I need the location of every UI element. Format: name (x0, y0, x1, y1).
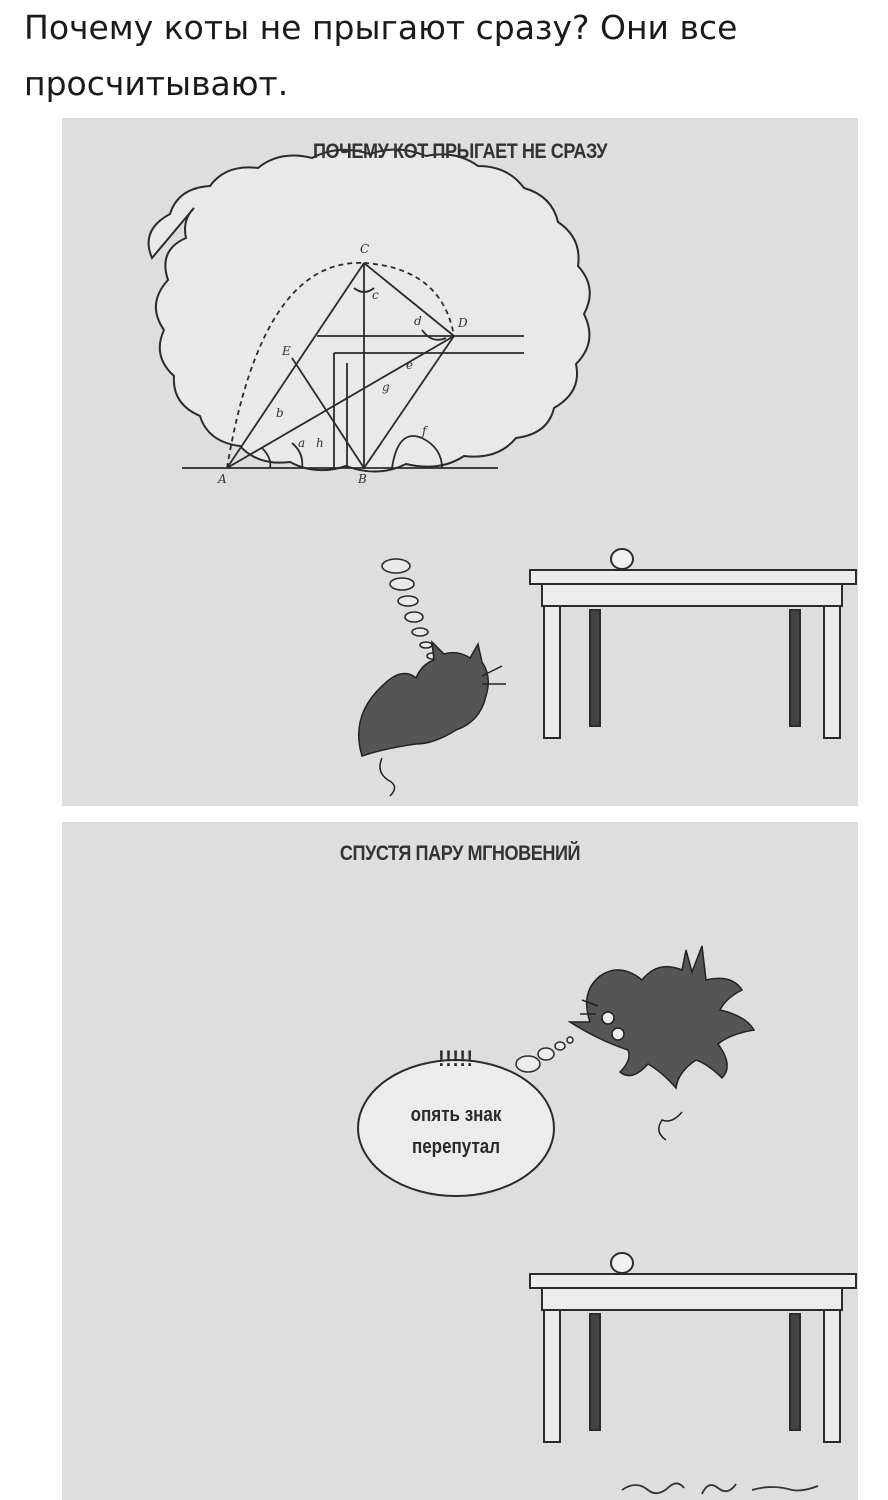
table (529, 1252, 857, 1443)
comic-panel-2: СПУСТЯ ПАРУ МГНОВЕНИЙ !!!!! опять знак п… (62, 822, 858, 1500)
panel-2-heading: СПУСТЯ ПАРУ МГНОВЕНИЙ (339, 842, 581, 865)
geometry-diagram (182, 262, 524, 469)
cat-sitting (358, 639, 506, 797)
geo-label-c-angle: c (372, 288, 379, 302)
table (529, 548, 857, 739)
geo-label-e-angle: e (406, 358, 414, 372)
thought-bubble-oval (357, 1059, 555, 1197)
geo-label-b: B (358, 472, 367, 486)
thought-cloud (147, 148, 591, 473)
post-caption: Почему коты не прыгают сразу? Они все пр… (24, 8, 738, 103)
artist-signature (621, 1482, 819, 1495)
geo-label-h-angle: h (316, 436, 324, 450)
bubble-line-2: перепутал (411, 1136, 501, 1158)
cat-jumping (567, 945, 756, 1141)
geo-label-d: D (458, 316, 468, 330)
bubble-line-1: опять знак (410, 1104, 502, 1126)
panel-1-heading: ПОЧЕМУ КОТ ПРЫГАЕТ НЕ СРАЗУ (312, 140, 608, 163)
geo-label-a-angle: a (298, 436, 306, 450)
geo-label-e: E (282, 344, 291, 358)
comic-panel-1: ПОЧЕМУ КОТ ПРЫГАЕТ НЕ СРАЗУ C D E A B c … (62, 118, 858, 806)
panel-1-drawing (147, 148, 857, 797)
geo-label-g-angle: g (382, 380, 390, 394)
thought-trail (515, 1036, 574, 1073)
geo-label-d-angle: d (414, 314, 422, 328)
bubble-exclaim: !!!!! (438, 1046, 474, 1071)
panel-2-drawing (357, 945, 857, 1495)
geo-label-f-angle: f (422, 424, 427, 438)
geo-label-a: A (218, 472, 227, 486)
geo-label-b-angle: b (276, 406, 284, 420)
geo-label-c: C (360, 242, 370, 256)
